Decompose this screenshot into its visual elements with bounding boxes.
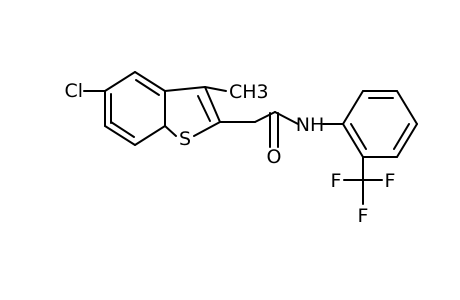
bond bbox=[342, 123, 364, 158]
fluorine-bottom-label: F bbox=[358, 205, 369, 227]
bond bbox=[393, 123, 410, 150]
bond bbox=[134, 125, 166, 146]
bond bbox=[104, 71, 136, 92]
bond bbox=[396, 90, 418, 125]
bond bbox=[110, 121, 135, 138]
bond bbox=[197, 95, 211, 122]
sulfur-label: S bbox=[179, 128, 191, 150]
bond bbox=[164, 125, 177, 137]
carbonyl-oxygen-label: O bbox=[267, 146, 282, 168]
bond bbox=[342, 90, 364, 125]
bond bbox=[254, 111, 276, 123]
bond bbox=[396, 123, 418, 158]
atom-labels: Cl CH3 S O NH F F F bbox=[64, 80, 395, 227]
bond bbox=[193, 121, 221, 137]
bond bbox=[164, 86, 206, 92]
bond bbox=[104, 125, 136, 146]
methyl-label: CH3 bbox=[229, 81, 269, 103]
fluorine-top-right-label: F bbox=[385, 170, 396, 192]
amide-nitrogen-label: NH bbox=[296, 114, 325, 136]
bond bbox=[350, 123, 367, 150]
chlorine-label: Cl bbox=[64, 80, 83, 102]
fluorine-top-left-label: F bbox=[331, 170, 342, 192]
bond bbox=[135, 79, 160, 96]
bond-lines bbox=[83, 71, 418, 205]
bond bbox=[204, 86, 227, 92]
bond bbox=[204, 86, 221, 123]
bond bbox=[134, 71, 166, 92]
